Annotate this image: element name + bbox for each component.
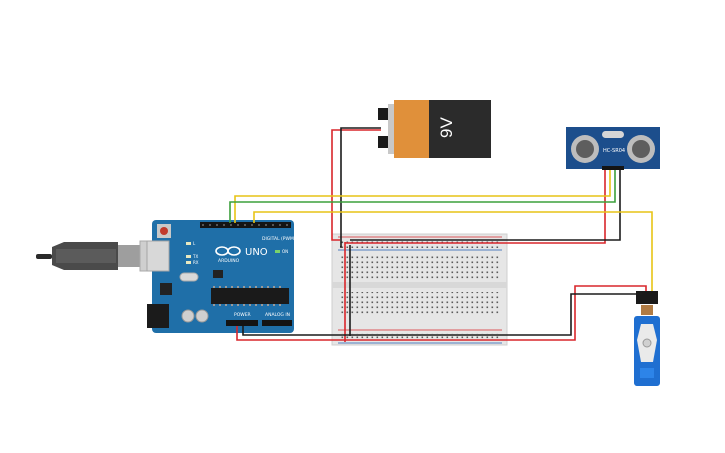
servo-cable — [641, 305, 653, 315]
led-tx — [186, 255, 191, 258]
servo-connector — [636, 291, 658, 304]
svg-text:RX: RX — [193, 260, 199, 265]
wire-battery-negative[interactable] — [340, 127, 381, 248]
wire-servo-power[interactable] — [345, 285, 647, 341]
wire-battery-positive[interactable] — [331, 129, 381, 241]
sensor-header — [602, 166, 624, 170]
sensor-crystal — [602, 131, 624, 138]
battery-9v[interactable]: 9V — [378, 100, 491, 158]
ultrasonic-sensor[interactable]: HC-SR04 — [566, 127, 660, 170]
atmega-chip — [211, 288, 289, 304]
wire-arduino-gnd[interactable] — [242, 326, 350, 336]
led-l — [186, 242, 191, 245]
digital-label: DIGITAL (PWM ~) — [262, 236, 301, 242]
bottom-power-rail — [340, 333, 500, 341]
crystal — [179, 272, 199, 282]
breadboard-body — [331, 233, 508, 346]
bottom-terminal-strip — [340, 292, 500, 316]
led-on — [275, 250, 280, 253]
capacitor-2 — [195, 309, 209, 323]
wire-servo-signal[interactable] — [253, 211, 653, 291]
wire-servo-ground[interactable] — [350, 291, 642, 336]
regulator — [160, 283, 172, 295]
analog-header — [262, 320, 292, 326]
breadboard-channel — [332, 282, 507, 288]
power-header — [226, 320, 258, 326]
top-power-rail — [340, 240, 500, 248]
battery-body — [429, 100, 491, 158]
capacitor-1 — [181, 309, 195, 323]
sensor-label: HC-SR04 — [603, 148, 625, 154]
usb-cable[interactable] — [36, 240, 161, 272]
servo-motor[interactable] — [634, 291, 660, 386]
breadboard[interactable] — [331, 233, 508, 346]
svg-text:L: L — [193, 241, 196, 246]
power-label: POWER — [234, 312, 251, 318]
led-rx — [186, 261, 191, 264]
battery-cap — [394, 100, 429, 158]
battery-contact — [388, 104, 398, 154]
analog-label: ANALOG IN — [265, 312, 290, 318]
svg-text:TX: TX — [192, 254, 198, 259]
svg-text:ON: ON — [282, 249, 288, 254]
wire-sensor-gnd[interactable] — [350, 170, 621, 241]
model-label: UNO — [245, 247, 268, 258]
battery-label: 9V — [437, 117, 456, 138]
wire-sensor-vcc[interactable] — [345, 170, 606, 244]
arduino-logo-text: ARDUINO — [218, 258, 240, 264]
arduino-uno-board[interactable]: DIGITAL (PWM ~) ARDUINO UNO L TX RX ON — [146, 220, 301, 333]
usb-jack — [146, 240, 170, 272]
wire-sensor-trig[interactable] — [234, 170, 611, 223]
top-terminal-strip — [340, 256, 500, 280]
arduino-logo: ARDUINO UNO — [215, 246, 268, 264]
wire-arduino-5v[interactable] — [236, 326, 345, 341]
power-jack — [147, 304, 169, 328]
wire-sensor-echo[interactable] — [229, 170, 616, 223]
